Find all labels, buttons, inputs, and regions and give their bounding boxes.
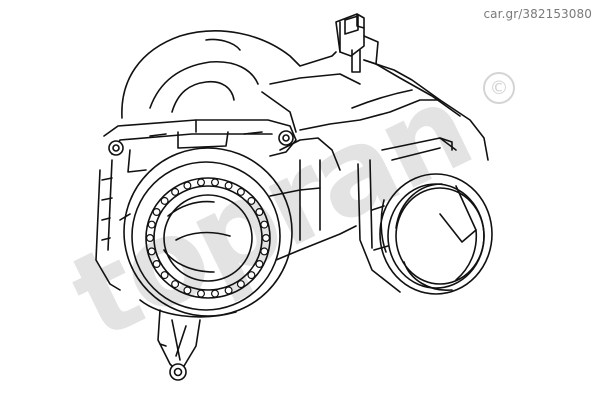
bearing-ball: [183, 286, 192, 295]
bearing-ball: [152, 208, 161, 217]
watermark-url: car.gr/382153080: [483, 7, 592, 21]
lock-barrel: [357, 137, 493, 295]
bearing-ball: [160, 271, 169, 280]
bearing-ball: [183, 181, 192, 190]
bearing-ball: [197, 178, 206, 187]
top-connector: [335, 13, 379, 73]
bearing-ball: [147, 220, 156, 229]
bearing-ball: [211, 178, 220, 187]
bearing-ball: [146, 234, 155, 243]
bearing-ball: [262, 234, 271, 243]
bearing-ball: [247, 196, 256, 205]
mounting-flange: [103, 119, 297, 157]
bearing-ball: [260, 247, 269, 256]
lower-foot: [157, 309, 201, 381]
bearing-ball: [171, 187, 180, 196]
bearing-ball: [197, 289, 206, 298]
side-panel: [95, 149, 147, 291]
bearing-ball: [211, 289, 220, 298]
bearing-ball: [247, 271, 256, 280]
bearing-ball: [255, 260, 264, 269]
copyright-icon: ©: [483, 72, 515, 104]
bearing-ball: [224, 286, 233, 295]
bearing-ball: [160, 196, 169, 205]
bearing-ball: [255, 208, 264, 217]
bearing-ball: [236, 280, 245, 289]
housing-dome: [121, 30, 361, 133]
bearing-ball: [224, 181, 233, 190]
bearing-ring: [119, 147, 293, 318]
bearing-ball: [152, 260, 161, 269]
bearing-ball: [171, 280, 180, 289]
bearing-ball: [236, 187, 245, 196]
bearing-ball: [147, 247, 156, 256]
housing-body: [269, 59, 489, 261]
bearing-ball: [260, 220, 269, 229]
